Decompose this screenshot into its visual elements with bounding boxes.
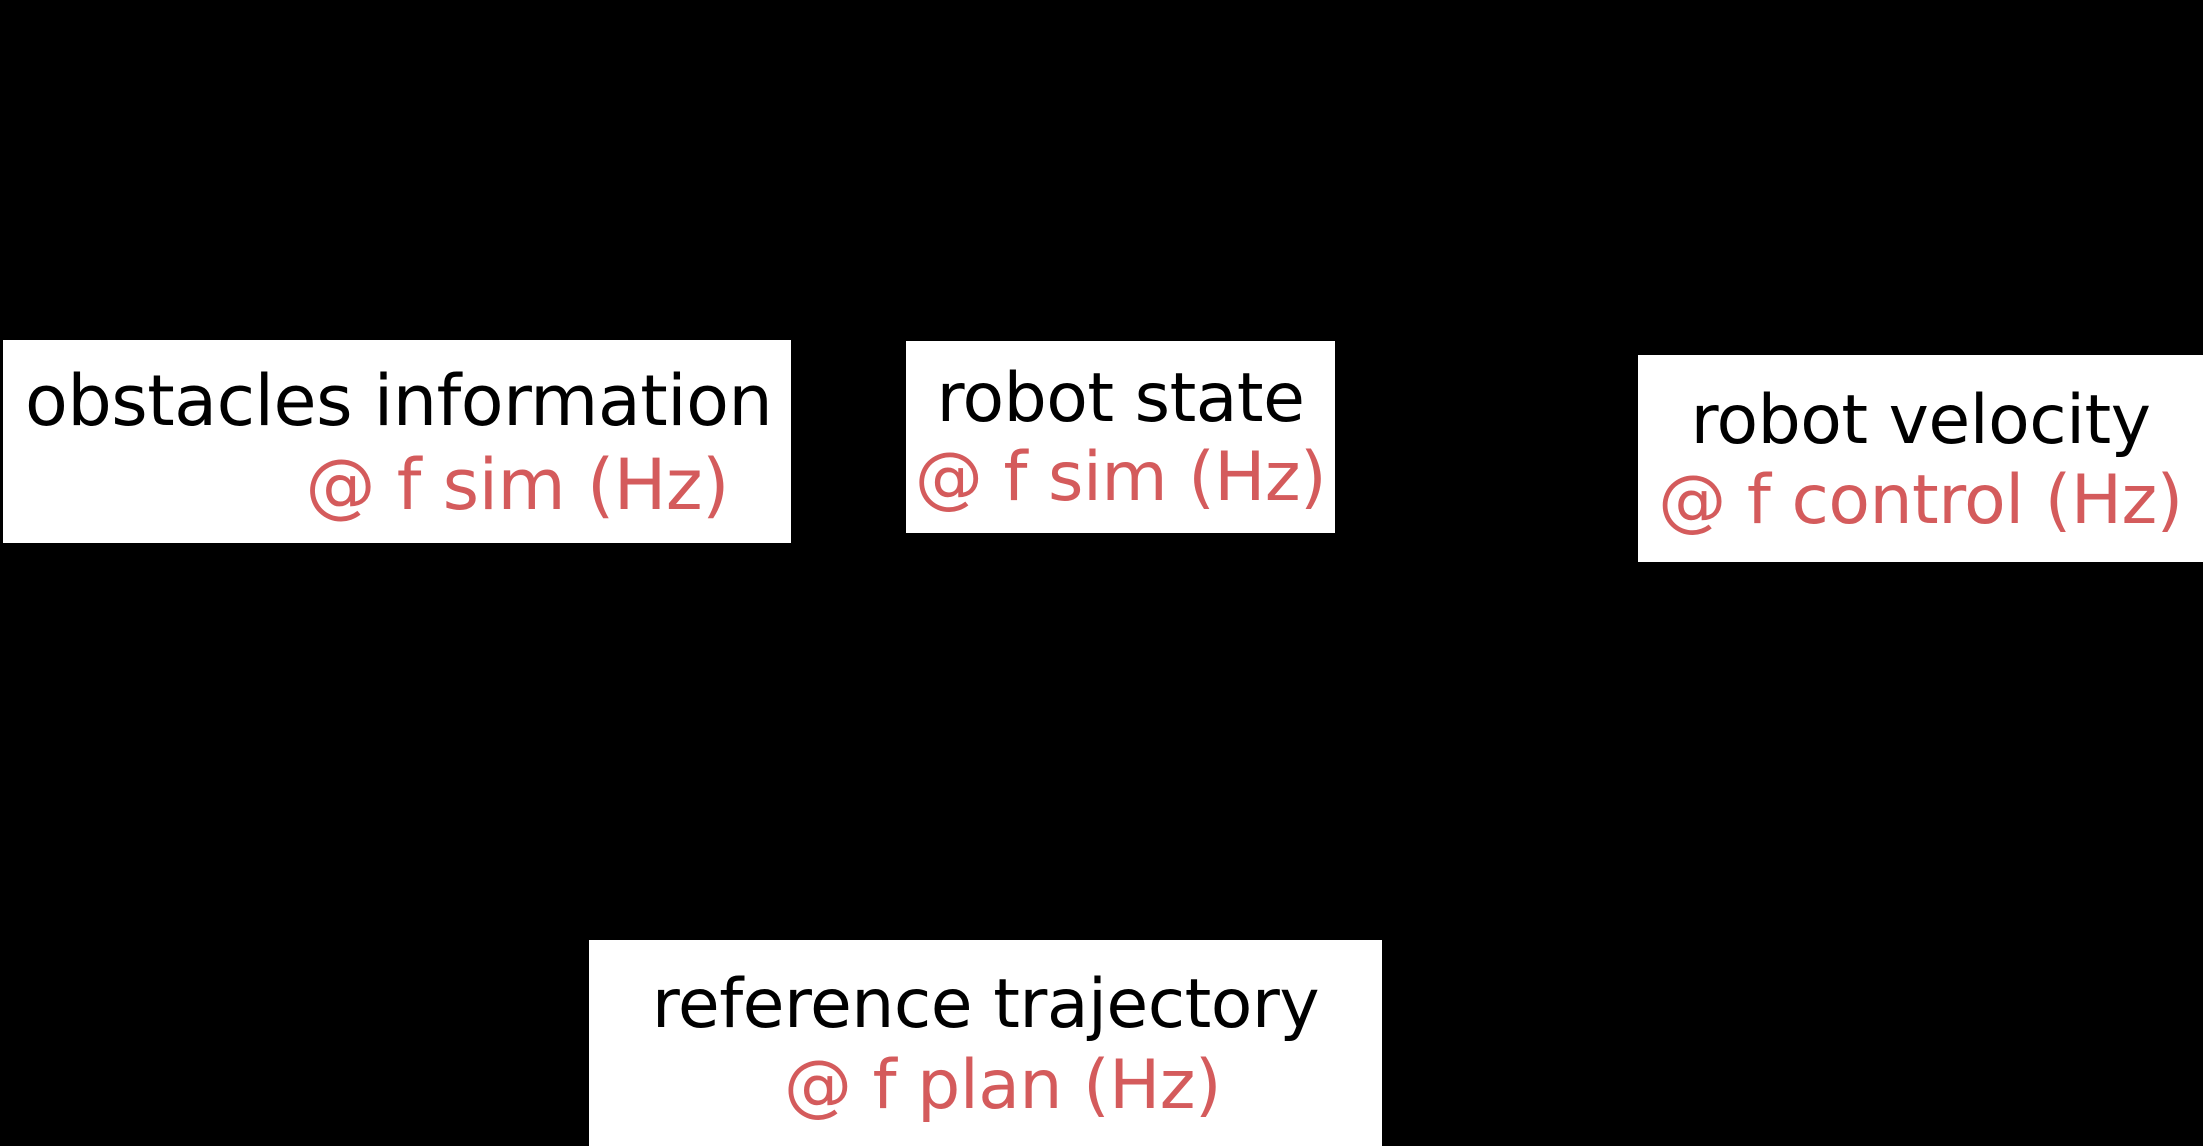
node-title-obstacles-information: obstacles information: [25, 360, 773, 443]
node-robot-state[interactable]: robot state @ f sim (Hz): [906, 341, 1335, 533]
node-title-reference-trajectory: reference trajectory: [651, 964, 1320, 1044]
node-rate-robot-velocity: @ f control (Hz): [1658, 460, 2183, 540]
node-title-robot-state: robot state: [936, 358, 1305, 438]
node-reference-trajectory[interactable]: reference trajectory @ f plan (Hz): [589, 940, 1382, 1146]
node-obstacles-information[interactable]: obstacles information @ f sim (Hz): [3, 340, 791, 543]
node-rate-obstacles-information: @ f sim (Hz): [305, 443, 729, 526]
node-rate-reference-trajectory: @ f plan (Hz): [784, 1046, 1222, 1125]
node-title-robot-velocity: robot velocity: [1690, 381, 2151, 461]
node-robot-velocity[interactable]: robot velocity @ f control (Hz): [1638, 355, 2203, 562]
node-rate-robot-state: @ f sim (Hz): [914, 438, 1327, 517]
